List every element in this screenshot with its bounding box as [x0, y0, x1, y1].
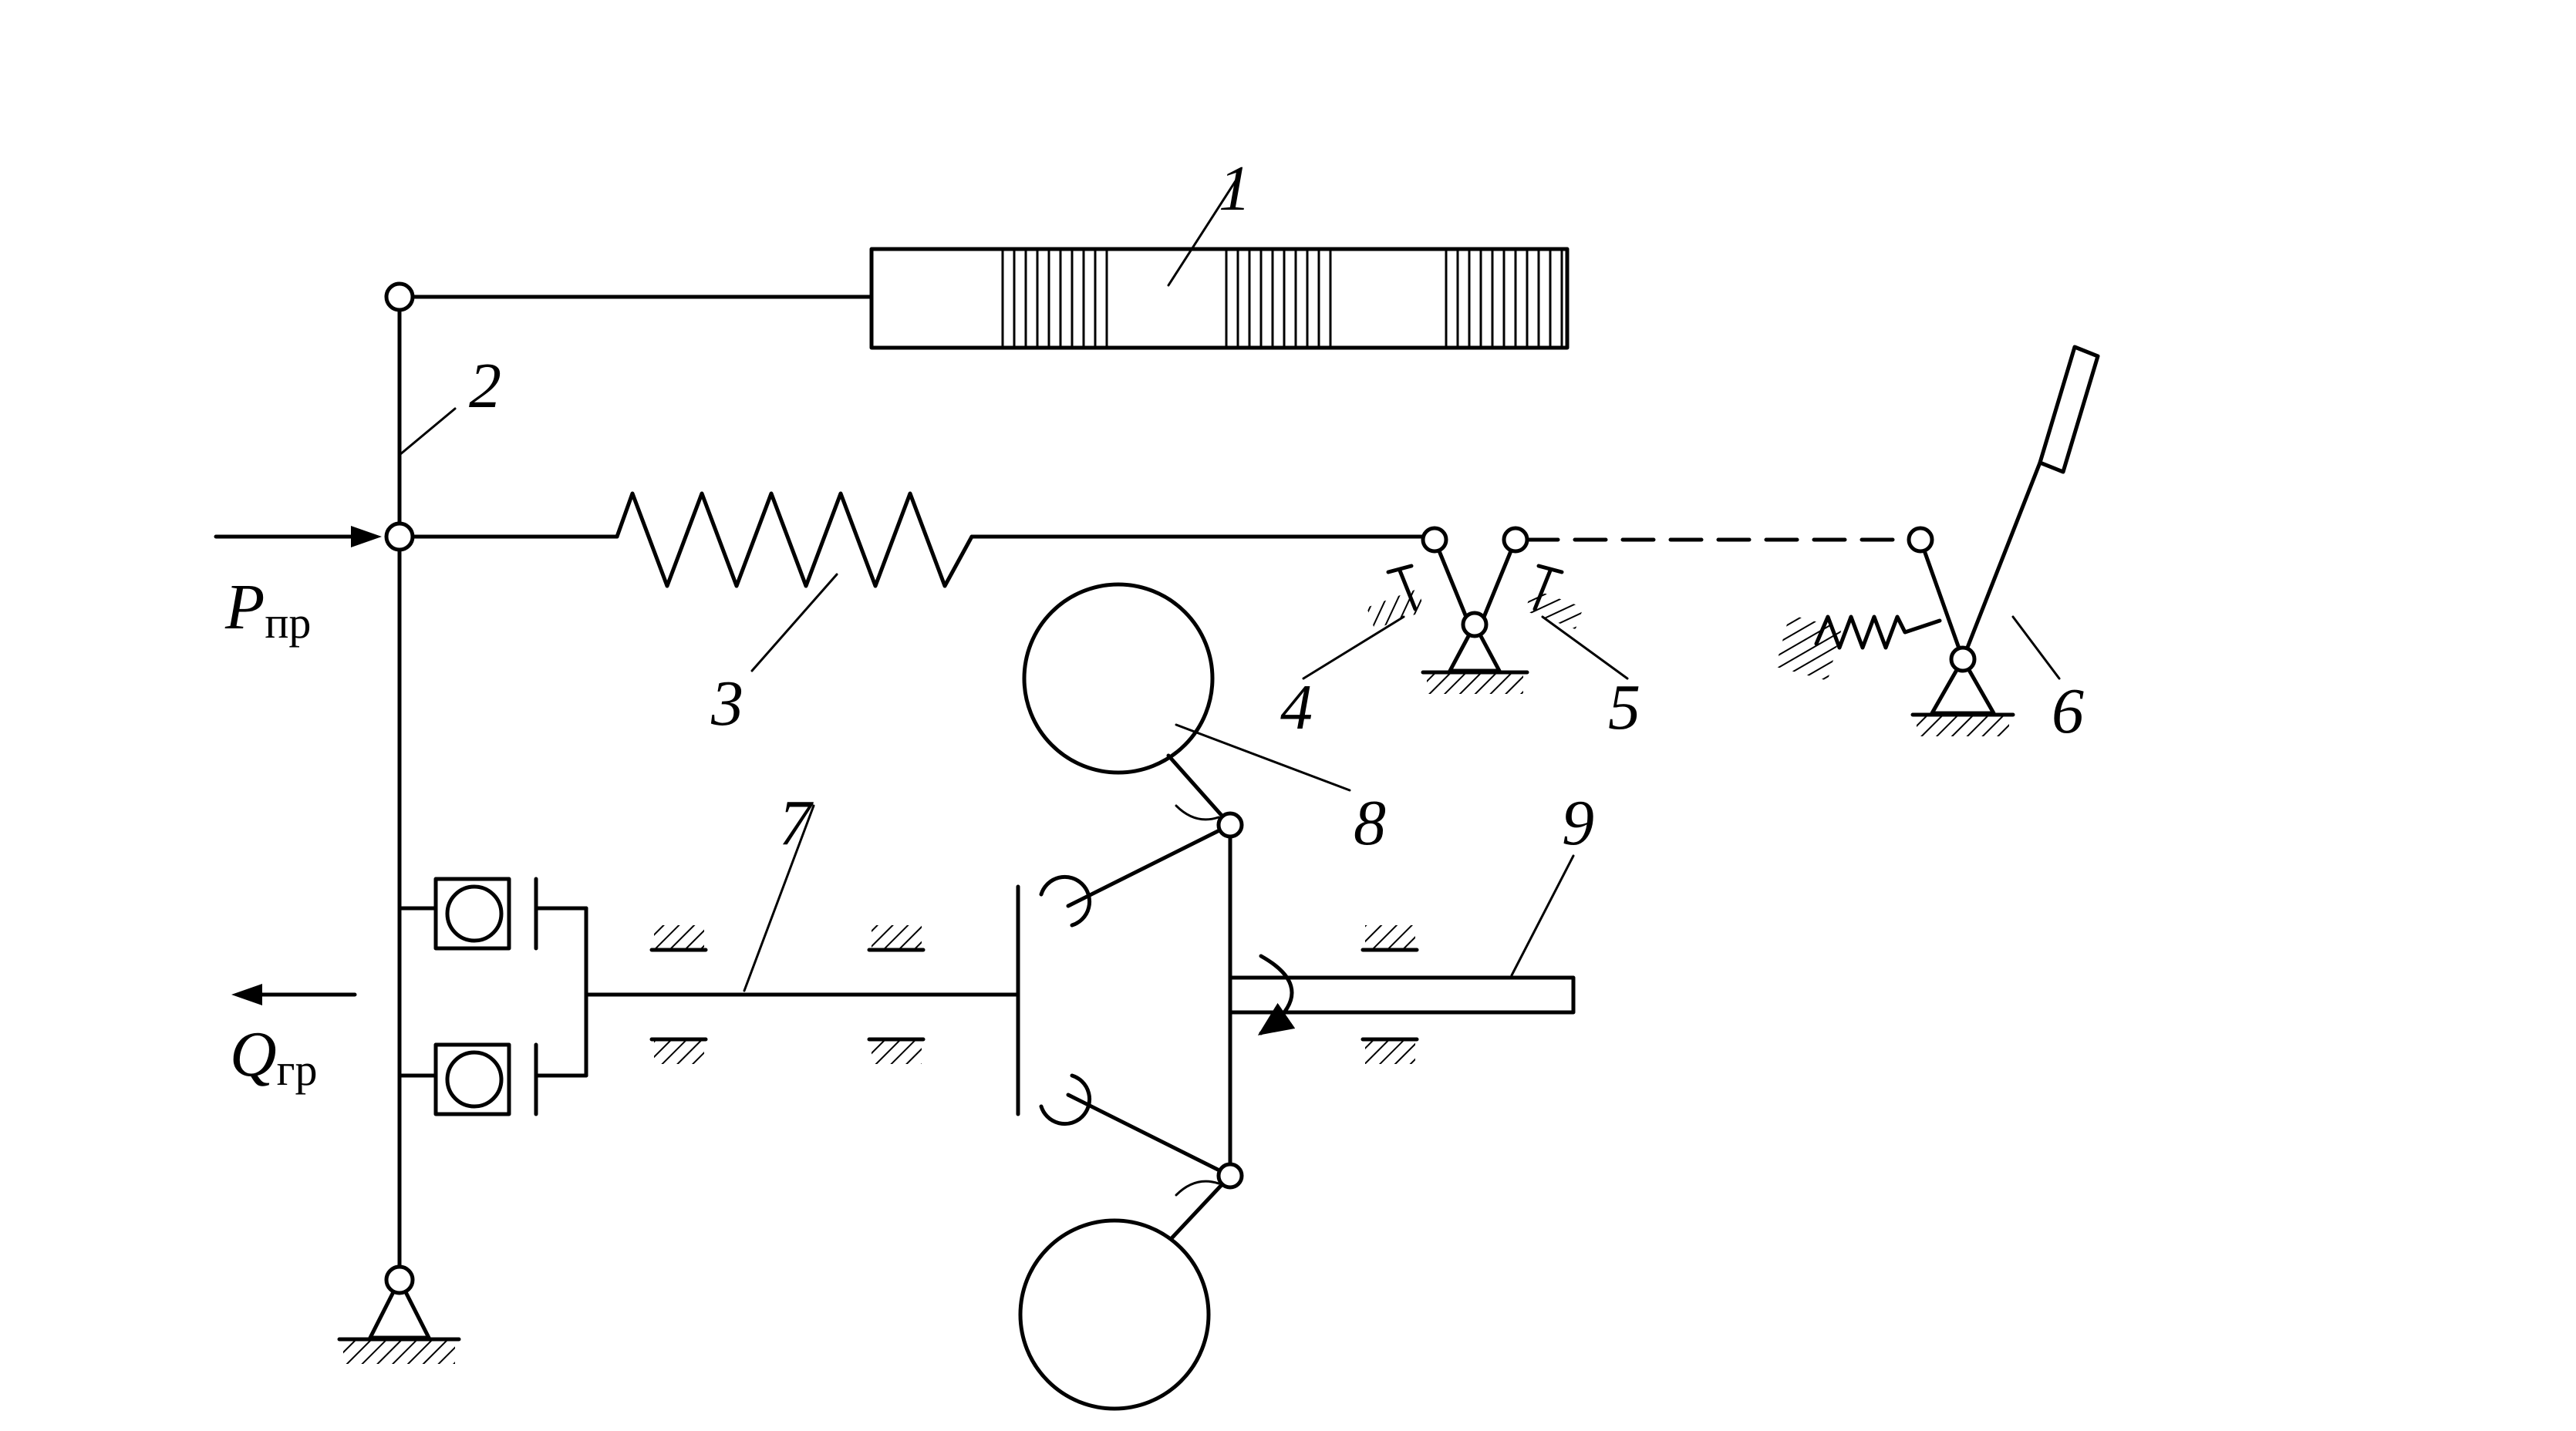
guide-hatch: [1365, 925, 1415, 950]
ground-hatch: [1917, 715, 2009, 736]
guide-hatch: [872, 1039, 922, 1064]
force-p-arrow: [214, 526, 382, 547]
label-1: 1: [1219, 153, 1251, 224]
leader-3: [750, 573, 838, 672]
control-lever-6: [1775, 345, 2100, 736]
guide-hatch: [872, 925, 922, 950]
leader-1: [1167, 176, 1239, 287]
pivot-pin: [1907, 526, 1934, 554]
pivot-pin: [384, 1264, 415, 1295]
label-9: 9: [1562, 787, 1594, 859]
label-7: 7: [779, 787, 814, 859]
pivot-pin: [1421, 526, 1448, 554]
pivot-pin: [1502, 526, 1529, 554]
spring-anchor-hatch: [1775, 614, 1842, 681]
leader-6: [2011, 615, 2061, 680]
coil-2: [1225, 247, 1332, 349]
drive-shaft-9: [1228, 854, 1576, 1064]
pivot-pin: [1949, 645, 1977, 673]
lever-ground-support: [337, 1278, 461, 1364]
label-5: 5: [1608, 672, 1640, 743]
guide-hatch: [654, 925, 704, 950]
label-2: 2: [469, 350, 501, 422]
force-q-subscript: гр: [277, 1045, 318, 1095]
leader-4: [1302, 615, 1405, 680]
force-q-label: Qгр: [230, 1019, 317, 1095]
label-6: 6: [2052, 675, 2084, 747]
ground-hatch: [343, 1339, 455, 1364]
leader-9: [1510, 854, 1575, 977]
stop-linkage-4-5: [1302, 526, 1629, 694]
sensor-bar-1: [397, 176, 1570, 350]
coil-1: [1001, 247, 1108, 349]
coil-3: [1445, 247, 1563, 349]
force-p-symbol: P: [224, 571, 265, 643]
pivot-pin: [384, 281, 415, 312]
force-p-label: Pпр: [224, 571, 311, 648]
label-8: 8: [1354, 787, 1386, 859]
force-q-arrow: [231, 984, 357, 1005]
label-4: 4: [1280, 672, 1313, 743]
guide-hatch: [654, 1039, 704, 1064]
pivot-pin: [1461, 611, 1489, 638]
leader-2: [398, 407, 457, 456]
leader-5: [1541, 615, 1629, 680]
leader-8: [1175, 723, 1351, 792]
stop-4-hatch: [1366, 588, 1426, 630]
main-spring-3: [397, 491, 1437, 672]
ground-hatch: [1427, 672, 1523, 694]
label-3: 3: [710, 668, 743, 739]
guide-hatch: [1365, 1039, 1415, 1064]
leader-7: [743, 804, 815, 992]
pivot-pin: [1216, 1162, 1244, 1190]
pivot-pin: [1216, 811, 1244, 839]
force-q-symbol: Q: [230, 1019, 277, 1090]
force-p-subscript: пр: [265, 598, 311, 648]
thrust-bearing: [397, 877, 588, 1116]
sleeve-rod-7: [584, 804, 1020, 1116]
stop-5-hatch: [1524, 588, 1584, 630]
pivot-pin: [384, 521, 415, 552]
rotation-arrow: [1257, 954, 1296, 1035]
